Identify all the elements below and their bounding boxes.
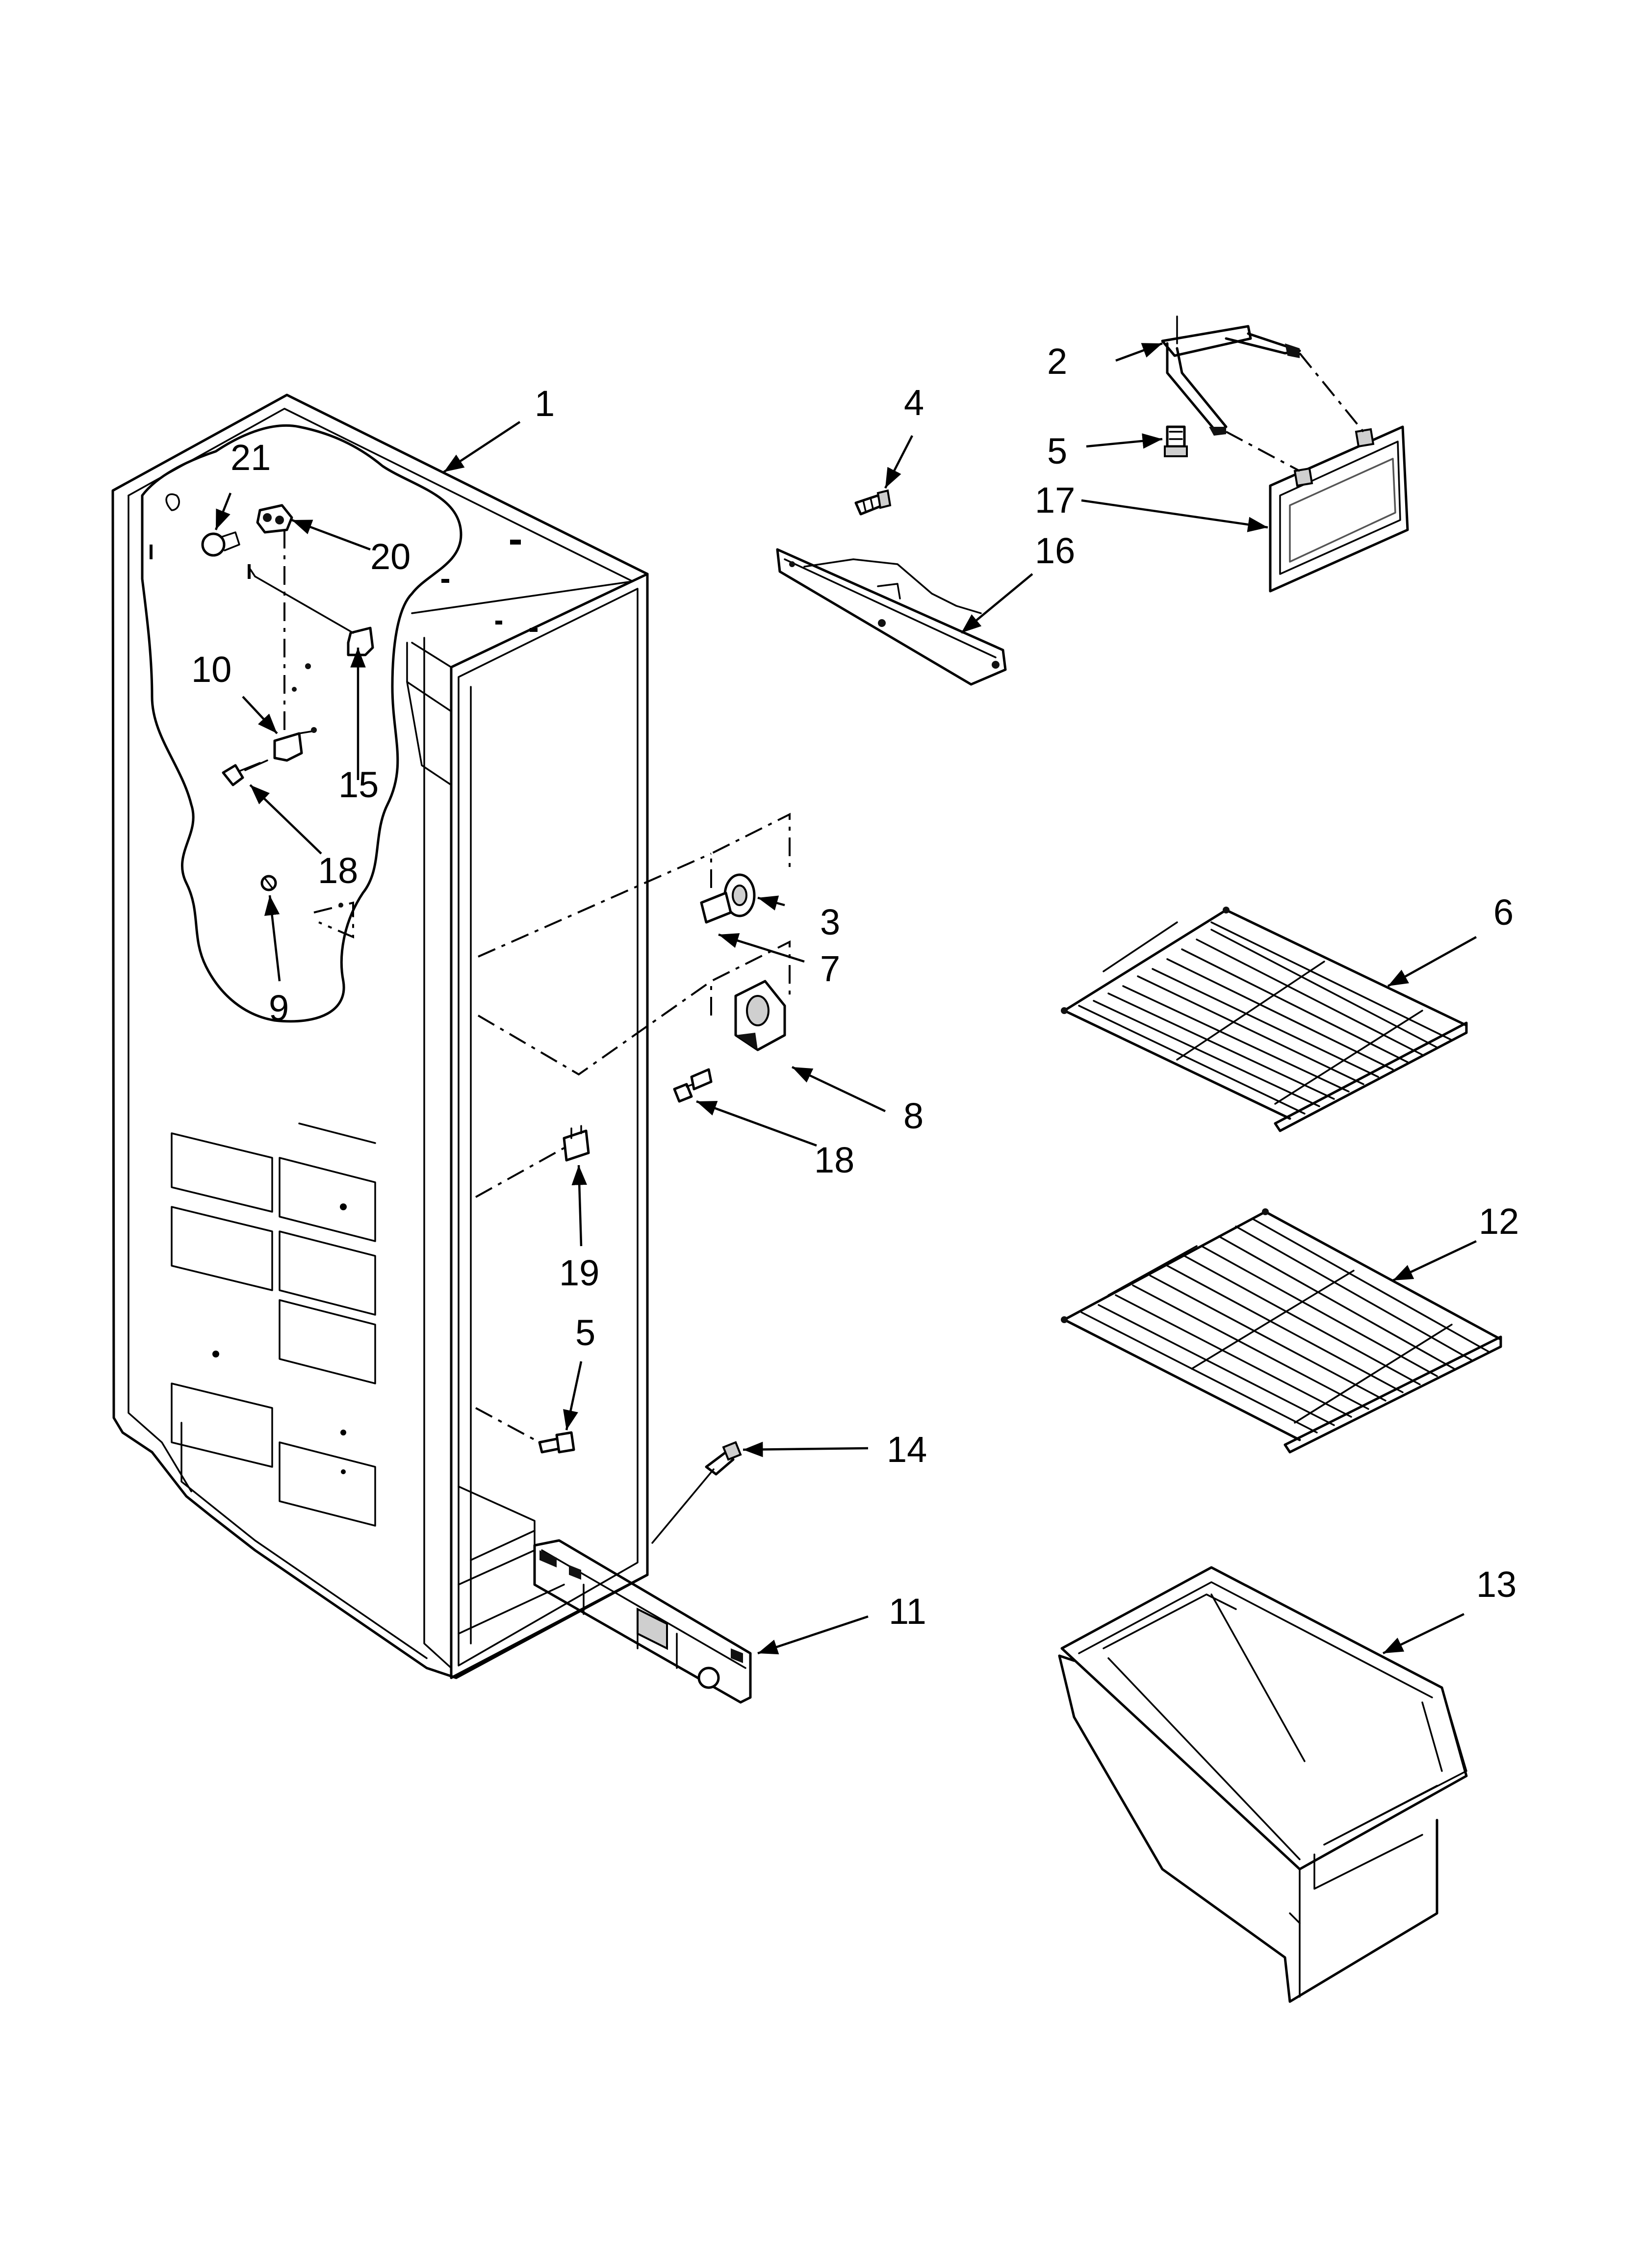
freezer-liner [111,393,649,1679]
thermostat-bracket [273,727,317,762]
callout-18-upper: 18 [318,850,358,891]
screw-18-upper [222,759,268,786]
screw-4 [854,489,892,516]
light-shield [249,568,374,692]
pan-front-17 [1226,352,1409,593]
callout-5-upper: 5 [1047,431,1067,471]
callout-6: 6 [1493,892,1514,933]
screw-5-upper [1164,425,1188,457]
light-socket [256,504,293,736]
callout-11: 11 [889,1591,926,1632]
callout-8: 8 [903,1095,924,1136]
callout-10: 10 [191,649,231,690]
screw-18-lower [673,1068,713,1103]
cover-support-2 [1161,315,1301,436]
callout-21: 21 [231,437,271,478]
light-switch [260,875,277,891]
screw-hole-dash [313,901,354,939]
callout-arrows [214,342,1477,1655]
callout-2: 2 [1047,341,1067,382]
callout-labels: 1 2 3 4 5 5 6 7 8 9 10 11 12 13 14 15 16… [191,341,1519,1632]
kick-plate-11 [533,1539,752,1704]
callout-3: 3 [820,902,840,942]
callout-14: 14 [887,1429,927,1470]
callout-16: 16 [1035,530,1075,571]
screw-14 [651,1441,742,1544]
callout-17: 17 [1035,480,1075,521]
shelf-support-3 [700,812,791,924]
callout-4: 4 [904,382,924,423]
callout-18-lower: 18 [814,1140,854,1180]
screw-5-lower [475,1407,575,1454]
storage-bin-13 [1058,1566,1468,2003]
callout-19: 19 [559,1252,599,1293]
callout-1: 1 [535,383,555,424]
callout-5-lower: 5 [575,1312,595,1353]
callout-9: 9 [269,988,289,1028]
callout-13: 13 [1476,1564,1516,1605]
light-bulb [201,531,240,557]
callout-15: 15 [338,764,379,805]
shelf-rail-16 [776,548,1007,686]
connector-19 [475,1125,590,1198]
wire-shelf-12 [1061,1208,1502,1454]
callout-12: 12 [1479,1201,1519,1242]
callout-7: 7 [820,948,840,989]
wire-shelf-6 [1061,907,1468,1132]
shelf-support-8 [710,940,791,1051]
callout-20: 20 [370,536,410,577]
